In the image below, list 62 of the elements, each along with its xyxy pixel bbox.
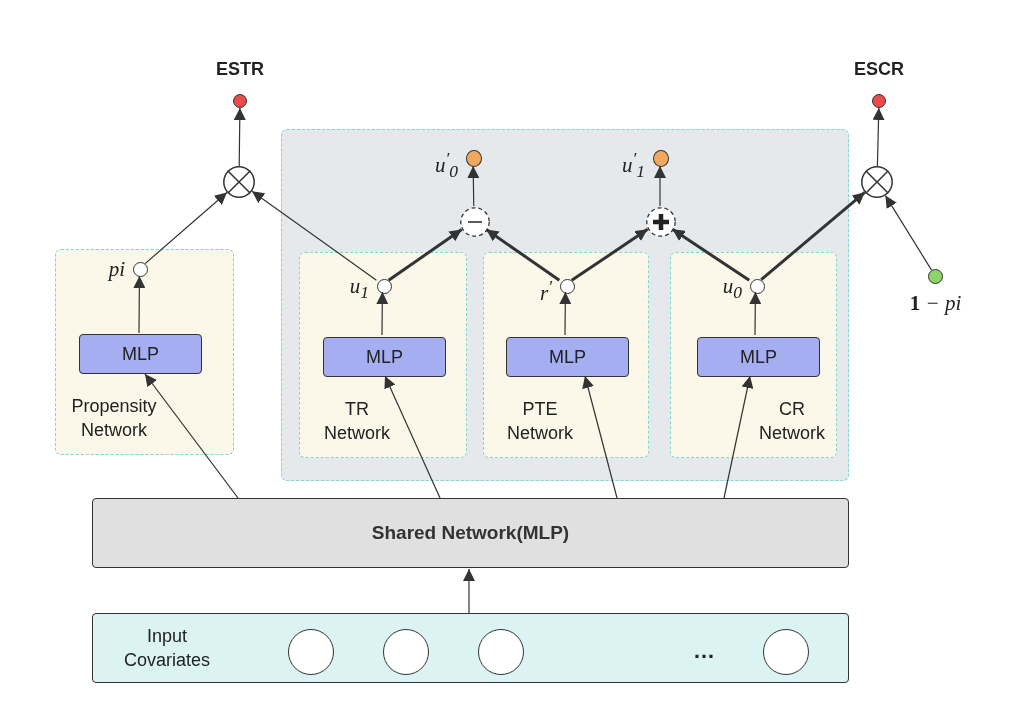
- output-label: ESTR: [216, 58, 264, 80]
- output-node: [466, 150, 482, 167]
- arrow: [872, 107, 885, 167]
- arrow: [251, 190, 377, 281]
- output-node: [872, 94, 886, 108]
- arrow: [144, 191, 228, 265]
- panel-title: CR Network: [758, 398, 826, 445]
- input-neuron: [478, 629, 524, 675]
- output-node: [928, 269, 943, 284]
- shared-network-box: Shared Network(MLP): [92, 498, 849, 568]
- arrow: [884, 195, 933, 271]
- arrow: [582, 375, 618, 499]
- variable-label: 1 − pi: [909, 292, 962, 314]
- output-node: [560, 279, 575, 294]
- output-node: [750, 279, 765, 294]
- input-neuron: [763, 629, 809, 675]
- variable-label: u$_{0}$: [722, 274, 742, 303]
- arrow: [559, 291, 572, 336]
- input-layer-box: [92, 613, 849, 683]
- input-neuron: [288, 629, 334, 675]
- output-node: [653, 150, 669, 167]
- variable-label: u$_{1}$: [349, 274, 369, 303]
- arrow: [749, 291, 762, 336]
- output-node: [377, 279, 392, 294]
- arrow: [233, 107, 246, 167]
- arrow: [671, 228, 751, 282]
- mlp-box: MLP: [506, 337, 629, 377]
- arrow: [133, 275, 146, 334]
- arrow: [144, 373, 239, 499]
- arrow: [570, 228, 649, 282]
- multiply-node: [861, 166, 893, 198]
- arrow: [376, 291, 389, 336]
- mlp-box: MLP: [79, 334, 202, 374]
- network-panel: [55, 249, 234, 455]
- arrow: [723, 375, 754, 499]
- network-panel: [483, 252, 649, 458]
- add-node: [646, 207, 676, 237]
- arrow: [467, 165, 480, 207]
- output-node: [133, 262, 148, 277]
- arrow: [387, 228, 463, 282]
- arrow: [463, 568, 475, 614]
- variable-label: pi: [108, 257, 125, 280]
- group-panel: [281, 129, 849, 481]
- arrow: [485, 228, 561, 282]
- network-panel: [299, 252, 467, 458]
- input-title: Input Covariates: [122, 625, 211, 672]
- network-panel: [670, 252, 837, 458]
- input-neuron: [383, 629, 429, 675]
- panel-title: PTE Network: [506, 398, 574, 445]
- arrow: [384, 375, 441, 499]
- multiply-node: [223, 166, 255, 198]
- mlp-box: MLP: [323, 337, 446, 377]
- panel-title: Propensity Network: [70, 395, 158, 442]
- output-node: [233, 94, 247, 108]
- ellipsis: …: [693, 638, 715, 664]
- arrow: [654, 165, 666, 207]
- panel-title: TR Network: [323, 398, 391, 445]
- output-label: ESCR: [854, 58, 904, 80]
- arrow: [760, 191, 866, 281]
- subtract-node: [460, 207, 490, 237]
- variable-label: r$^{′}$: [540, 274, 552, 304]
- mlp-box: MLP: [697, 337, 820, 377]
